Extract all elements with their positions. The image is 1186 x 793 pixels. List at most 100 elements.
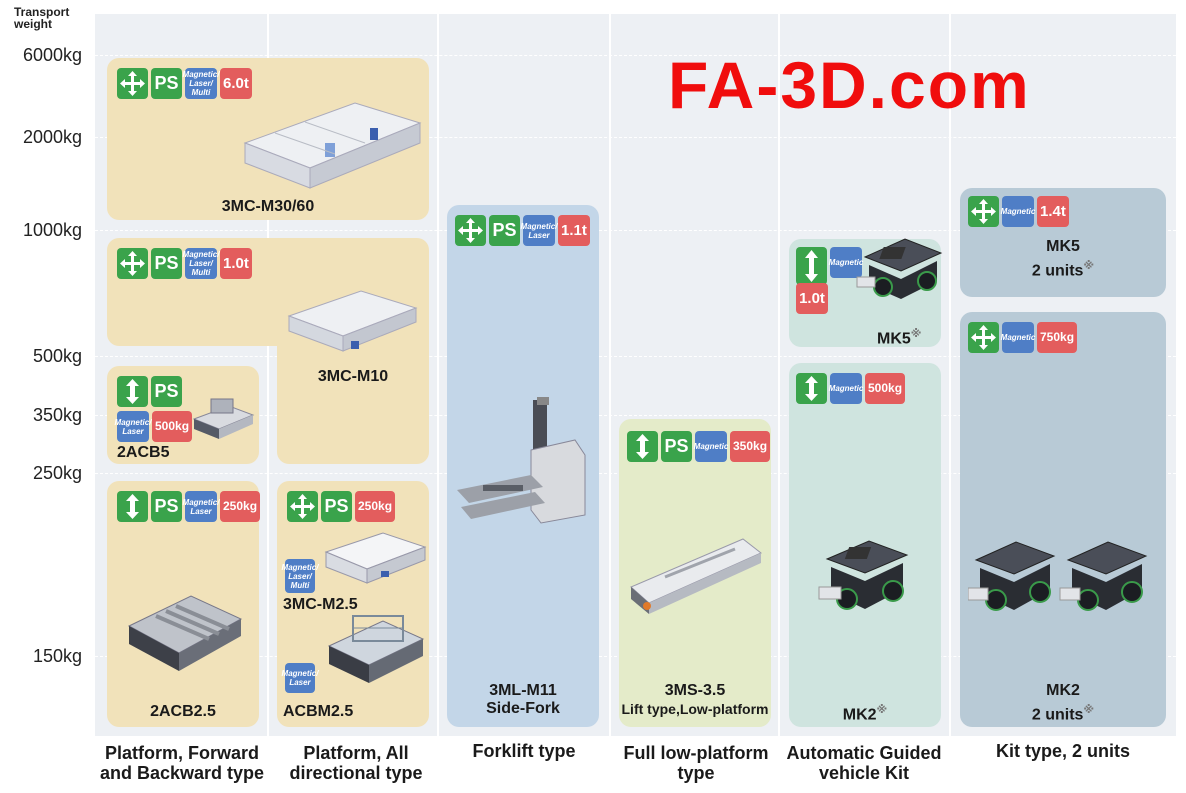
navigation-badge: Magnetic/ Laser (282, 663, 318, 693)
agv-3ms-35-image (630, 538, 762, 614)
capacity-badge: 1.0t (220, 248, 252, 279)
forward-backward-icon (117, 491, 148, 522)
footnote-mark: ※ (876, 704, 888, 716)
badge-row: PS Magnetic/ Laser 1.1t (455, 215, 590, 246)
badge-row: Magnetic 750kg (968, 322, 1078, 353)
omni-direction-icon (455, 215, 486, 246)
product-name: 3MC-M2.5 (283, 596, 358, 613)
ps-badge: PS (151, 68, 182, 99)
card-mk5: Magnetic 1.0t MK5※ (789, 238, 943, 348)
forward-backward-icon (968, 196, 999, 227)
gridline-6000 (95, 55, 1176, 56)
card-3mc-m10-lower: 3MC-M10 (277, 290, 429, 464)
column-separator (437, 14, 439, 736)
agv-3mc-m10-image (287, 290, 418, 352)
card-mk5-2units: Magnetic 1.4t MK5 2 units※ (960, 188, 1166, 297)
navigation-badge: Magnetic/ Laser (183, 491, 219, 522)
y-tick-label: 2000kg (22, 127, 82, 147)
product-name: 3MS-3.5 (664, 682, 726, 699)
badge-row: Magnetic 1.4t (968, 196, 1069, 227)
category-label: Platform, All directional type (289, 743, 423, 783)
y-tick-label: 6000kg (22, 45, 82, 65)
agv-acbm25-image (327, 615, 425, 683)
product-subtitle: 2 units (1031, 262, 1084, 280)
gridline-500 (95, 356, 1176, 357)
y-axis-title-line: Transport (14, 5, 70, 19)
capacity-badge: 500kg (865, 373, 906, 404)
gridline-350 (95, 415, 1176, 416)
product-name: 3MC-M30/60 (221, 198, 315, 215)
ps-badge: PS (489, 215, 520, 246)
column-separator (609, 14, 611, 736)
card-3ml-m11: PS Magnetic/ Laser 1.1t 3ML-M11 Side-For… (447, 205, 599, 727)
product-name: MK2 (1046, 682, 1080, 699)
card-2acb25: PS Magnetic/ Laser 250kg 2ACB2.5 (107, 481, 261, 727)
category-label: Kit type, 2 units (995, 741, 1130, 761)
forward-backward-icon (117, 376, 148, 407)
navigation-badge: Magnetic/ Laser/ Multi (182, 68, 220, 99)
card-mk2-2units: Magnetic 750kg MK2 2 units※ (960, 312, 1166, 727)
product-subtitle-group: 2 units※ (960, 701, 1166, 724)
ps-badge: PS (151, 376, 182, 407)
card-3mc-m30: PS Magnetic/ Laser/ Multi 6.0t 3MC-M30/6… (107, 58, 429, 220)
capacity-badge: 350kg (730, 431, 771, 462)
product-name: 2ACB5 (117, 444, 170, 461)
y-tick-label: 500kg (32, 346, 82, 366)
navigation-badge: Magnetic (829, 373, 863, 404)
footnote-mark: ※ (1083, 704, 1095, 716)
gridline-2000 (95, 137, 1176, 138)
product-name: MK5 (877, 330, 911, 348)
category-label: Platform, Forward and Backward type (99, 743, 265, 783)
card-3ms-35: PS Magnetic 350kg 3MS-3.5 Lift type,Low-… (619, 419, 771, 727)
agv-3mc-m25-image (324, 532, 427, 584)
category-label: Forklift type (472, 741, 576, 761)
navigation-badge: Magnetic/ Laser/ Multi (182, 248, 220, 279)
product-subtitle: Lift type,Low-platform (621, 701, 769, 717)
capacity-badge: 6.0t (220, 68, 252, 99)
badge-row: PS Magnetic/ Laser/ Multi 1.0t (117, 248, 252, 279)
y-tick-label: 1000kg (22, 220, 82, 240)
column-separator (949, 14, 951, 736)
ps-badge: PS (661, 431, 692, 462)
omni-direction-icon (117, 248, 148, 279)
capacity-badge: 1.1t (558, 215, 590, 246)
gridline-1000 (95, 230, 1176, 231)
y-axis-title-line: weight (14, 17, 52, 31)
product-subtitle: 2 units (1031, 706, 1084, 724)
product-name: 3MC-M10 (317, 368, 389, 385)
column-separator (778, 14, 780, 736)
navigation-badge: Magnetic (829, 247, 863, 278)
agv-2acb25-image (127, 595, 243, 671)
badge-row: Magnetic/ Laser 500kg (115, 411, 193, 442)
y-axis-title: Transport weight (14, 6, 69, 30)
capacity-badge: 750kg (1037, 322, 1078, 353)
ps-badge: PS (151, 491, 182, 522)
card-all-directional: PS 250kg Magnetic/ Laser/ Multi 3MC-M2.5… (277, 481, 429, 727)
agv-mk2-image (818, 540, 909, 610)
column-separator (267, 14, 269, 736)
product-name: 3ML-M11 (489, 682, 557, 699)
omni-direction-icon (968, 322, 999, 353)
capacity-badge: 250kg (355, 491, 396, 522)
category-label: Full low-platform type (623, 743, 769, 783)
omni-direction-icon (117, 68, 148, 99)
agv-3mc-m30-image (243, 102, 422, 189)
ps-badge: PS (321, 491, 352, 522)
navigation-badge: Magnetic (1001, 322, 1035, 353)
forward-backward-icon (627, 431, 658, 462)
forward-backward-icon (796, 373, 827, 404)
card-mk2: Magnetic 500kg MK2※ (789, 363, 941, 727)
product-name: MK5 (1046, 238, 1080, 255)
watermark-text: FA-3D.com (668, 48, 1031, 122)
y-tick-label: 350kg (32, 405, 82, 425)
badge-row: PS 250kg (287, 491, 396, 522)
navigation-badge: Magnetic/ Laser/ Multi (282, 559, 318, 593)
y-tick-label: 250kg (32, 463, 82, 483)
agv-2acb5-image (192, 398, 255, 439)
product-name-group: MK5※ (877, 325, 921, 348)
badge-row: PS Magnetic 350kg (627, 431, 771, 462)
navigation-badge: Magnetic/ Laser (521, 215, 557, 246)
badge-row: Magnetic 500kg (796, 373, 906, 404)
badge-row: PS Magnetic/ Laser 250kg (117, 491, 261, 522)
agv-mk2-2units-image (968, 541, 1148, 611)
